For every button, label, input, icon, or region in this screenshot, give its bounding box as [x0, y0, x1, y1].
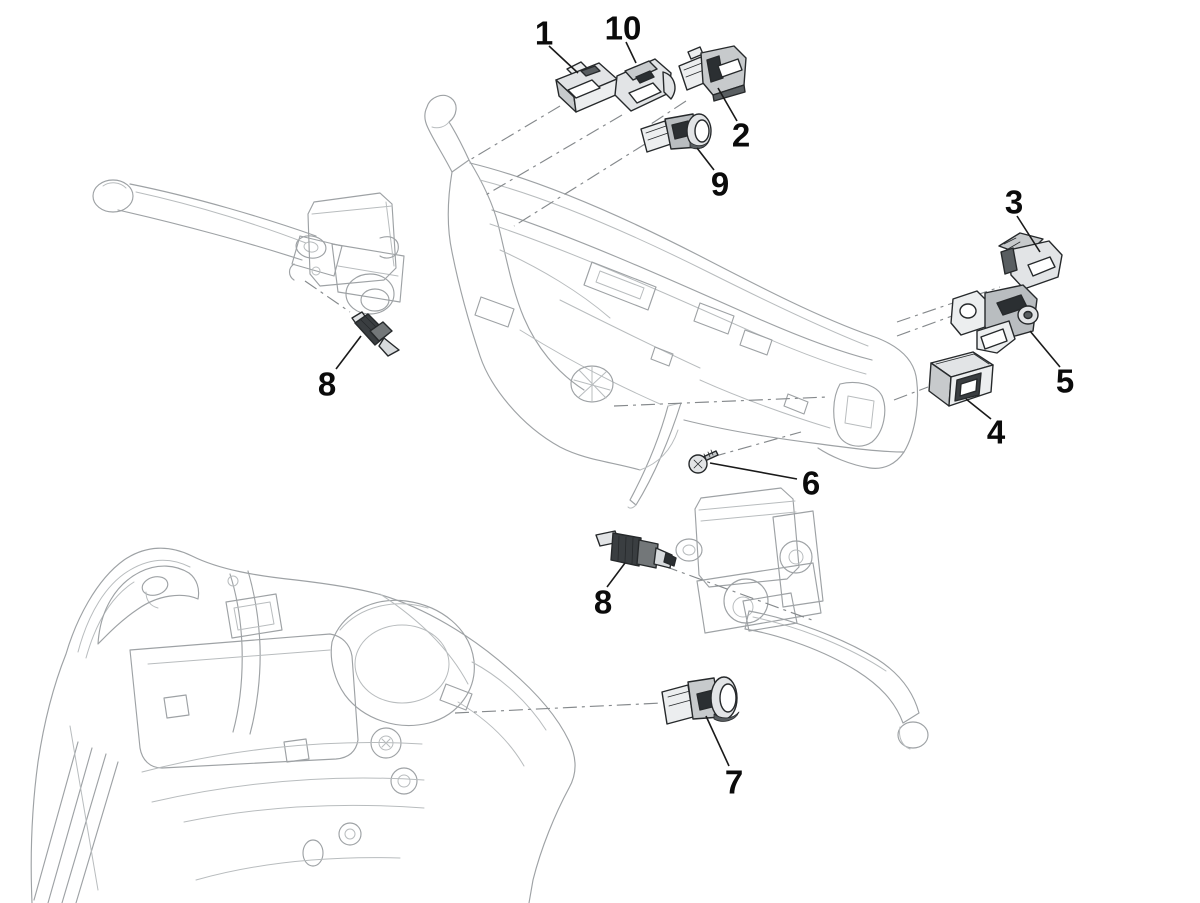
callout-label-4: 4: [987, 414, 1006, 451]
callout-label-3: 3: [1005, 184, 1023, 221]
handlebar-rear-cover: [424, 94, 919, 509]
callout-label-1: 1: [535, 15, 553, 52]
callout-label-10: 10: [605, 10, 642, 47]
axis-line: [483, 114, 623, 197]
callout-leader-2: [717, 87, 738, 122]
part-10-switch: [614, 58, 676, 112]
axis-line: [613, 396, 829, 407]
callouts: 1 10 29 3 5 4 6 8 8 7: [318, 10, 1074, 801]
part-5-switch-with-bracket: [950, 284, 1039, 354]
axis-line: [454, 702, 663, 714]
part-7-barrel-switch: [661, 676, 740, 725]
right-brake-master-cylinder-assembly: [675, 487, 929, 750]
part-4-switch: [928, 351, 994, 407]
axis-line: [896, 315, 953, 337]
callout-leader-8: [606, 562, 626, 588]
axis-line: [304, 280, 351, 313]
part-3-switch: [998, 232, 1063, 290]
axis-line: [467, 105, 561, 162]
part-8-stop-switch-left: [351, 311, 400, 357]
callout-leader-8: [335, 335, 362, 370]
callout-leader-10: [625, 41, 637, 64]
callout-label-8: 8: [318, 366, 336, 403]
callout-leader-5: [1029, 330, 1061, 368]
part-8-stop-switch-mid: [595, 530, 677, 569]
part-6-screw: [688, 449, 719, 474]
callout-leader-7: [705, 715, 730, 767]
part-1-switch: [555, 61, 619, 113]
callout-label-5: 5: [1056, 363, 1074, 400]
axis-line: [647, 100, 687, 127]
callout-label-8: 8: [594, 584, 612, 621]
part-2-switch: [678, 45, 747, 102]
callout-leader-9: [696, 147, 715, 171]
callout-label-6: 6: [802, 465, 820, 502]
axis-line: [711, 431, 802, 458]
part-9-barrel-switch: [640, 113, 712, 153]
callout-label-9: 9: [711, 166, 729, 203]
callout-label-7: 7: [725, 764, 743, 801]
callout-label-2: 2: [732, 117, 750, 154]
front-cover-headlamp-housing: [30, 547, 576, 903]
callout-leader-4: [965, 398, 992, 420]
axis-line: [513, 143, 646, 227]
callout-leader-3: [1016, 215, 1041, 253]
axis-line: [896, 286, 1001, 323]
axis-line: [893, 386, 929, 401]
callout-leader-6: [709, 462, 798, 480]
left-brake-lever-assembly: [92, 179, 405, 315]
callout-leader-1: [548, 45, 579, 74]
axis-lines: [304, 100, 1001, 714]
